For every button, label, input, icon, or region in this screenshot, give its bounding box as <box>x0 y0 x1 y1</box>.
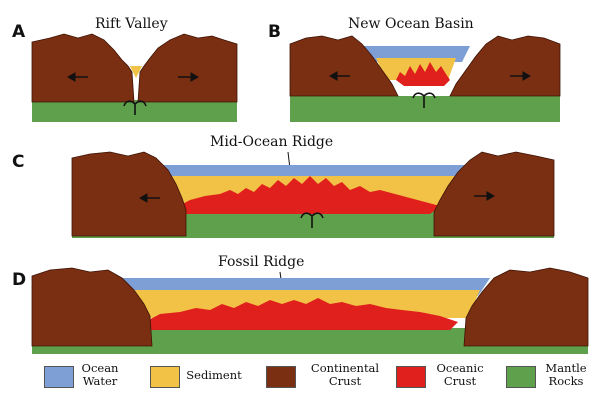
panel-a-continental-crust <box>31 33 238 103</box>
legend-oceanic-crust-swatch <box>396 366 426 388</box>
panel-b-continental-crust <box>289 35 561 97</box>
legend-mantle-rocks-swatch <box>506 366 536 388</box>
panel-c-continental-crust <box>71 151 555 237</box>
legend-sediment: Sediment <box>150 360 250 400</box>
panel-a-arrows <box>66 72 200 115</box>
panel-b-title: New Ocean Basin <box>348 16 474 32</box>
panel-d-oceanic-crust <box>145 298 458 330</box>
panel-d-title: Fossil Ridge <box>218 254 305 270</box>
legend-sediment-label: Sediment <box>186 368 242 382</box>
panel-b-mantle <box>290 96 560 122</box>
panel-a-title: Rift Valley <box>95 16 168 32</box>
panel-d-letter: D <box>12 270 27 290</box>
legend-continental-crust-swatch <box>266 366 296 388</box>
panel-c-oceanic-crust <box>175 176 440 214</box>
panel-c-arrows <box>138 191 496 228</box>
panel-b-oceanic-crust <box>396 62 450 86</box>
legend-sediment-swatch <box>150 366 180 388</box>
panel-d-continental-crust <box>31 267 589 347</box>
panel-c-letter: C <box>12 152 25 172</box>
panel-b-letter: B <box>268 22 281 42</box>
panel-a-letter: A <box>12 22 26 42</box>
panel-b-arrows <box>328 71 532 108</box>
panel-c-title: Mid-Ocean Ridge <box>210 134 334 150</box>
legend-ocean-water-swatch <box>44 366 74 388</box>
